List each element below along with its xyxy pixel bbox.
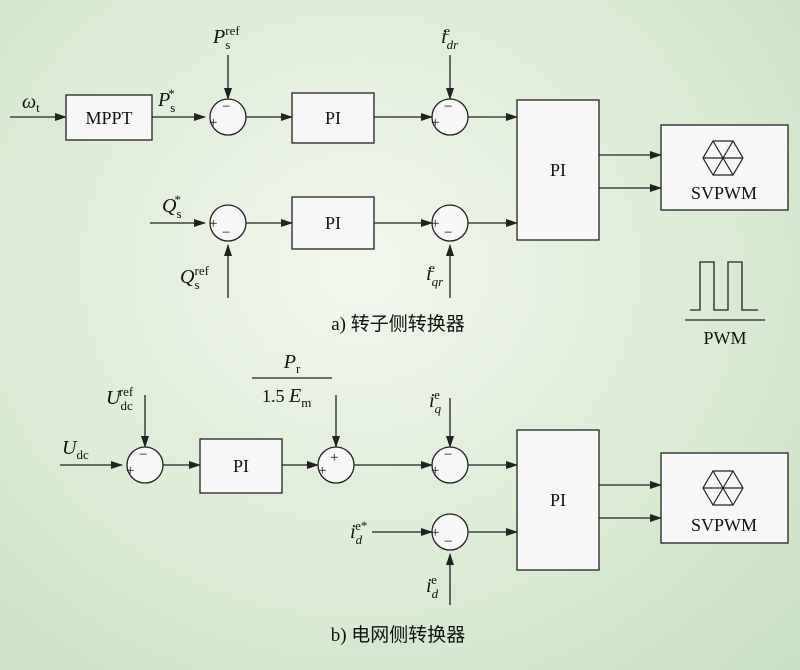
sum-sign-plus: + bbox=[318, 463, 326, 479]
pi-block-dc bbox=[199, 438, 283, 494]
svpwm-block bbox=[660, 452, 789, 544]
sum-sign-minus: − bbox=[444, 534, 452, 550]
grid-caption: b) 电网侧转换器 bbox=[331, 624, 466, 646]
grid-side-converter: Udc Udcref − + PI Pr 1.5 Em + + iqe − + … bbox=[60, 351, 789, 646]
pi-block-power bbox=[291, 92, 375, 144]
id-label: ide bbox=[426, 572, 439, 601]
pi-label: PI bbox=[325, 108, 341, 128]
rotor-caption: a) 转子侧转换器 bbox=[331, 313, 465, 335]
sum-sign-plus: + bbox=[431, 463, 439, 479]
rotor-side-converter: ωt MPPT Ps* Psref − + PI idre − + Qs* + … bbox=[10, 23, 789, 335]
pi-block-grid-current bbox=[516, 429, 600, 571]
sum-sign-plus: + bbox=[209, 115, 217, 131]
svpwm-block bbox=[660, 124, 789, 211]
udc-label: Udc bbox=[62, 437, 89, 462]
fraction-denominator: 1.5 Em bbox=[262, 385, 311, 410]
fraction-numerator: Pr bbox=[283, 351, 301, 376]
id-star-label: ide* bbox=[350, 518, 367, 547]
sum-sign-minus: − bbox=[222, 99, 230, 115]
pi-label: PI bbox=[550, 160, 566, 180]
udc-ref-label: Udcref bbox=[106, 384, 134, 413]
sum-sign-plus: + bbox=[431, 525, 439, 541]
sum-sign-plus: + bbox=[126, 463, 134, 479]
sum-sign-minus: − bbox=[444, 225, 452, 241]
pi-label: PI bbox=[550, 490, 566, 510]
sum-sign-plus: + bbox=[209, 216, 217, 232]
hexagon-icon bbox=[702, 470, 744, 506]
hexagon-icon bbox=[702, 140, 744, 176]
iqr-label: iqre bbox=[426, 260, 444, 289]
pi-label: PI bbox=[233, 456, 249, 476]
iq-label: iqe bbox=[429, 387, 442, 416]
sum-sign-minus: − bbox=[222, 225, 230, 241]
pi-block-current bbox=[516, 99, 600, 241]
svpwm-label: SVPWM bbox=[691, 183, 757, 203]
qs-ref-label: Qsref bbox=[180, 263, 210, 292]
sum-sign-plus: + bbox=[330, 450, 338, 466]
sum-sign-minus: − bbox=[444, 447, 452, 463]
sum-sign-minus: − bbox=[139, 447, 147, 463]
mppt-label: MPPT bbox=[85, 108, 132, 128]
pwm-waveform-icon: PWM bbox=[685, 261, 765, 348]
ps-ref-label: Psref bbox=[212, 23, 240, 52]
sum-sign-minus: − bbox=[444, 99, 452, 115]
ps-star-label: Ps* bbox=[157, 86, 175, 115]
svpwm-label: SVPWM bbox=[691, 515, 757, 535]
sum-sign-plus: + bbox=[431, 216, 439, 232]
pwm-label: PWM bbox=[703, 328, 746, 348]
pi-label: PI bbox=[325, 213, 341, 233]
sum-sign-plus: + bbox=[431, 115, 439, 131]
pi-block-reactive bbox=[291, 196, 375, 250]
omega-label: ωt bbox=[22, 91, 40, 115]
qs-star-label: Qs* bbox=[162, 192, 182, 221]
idr-label: idre bbox=[441, 23, 459, 52]
